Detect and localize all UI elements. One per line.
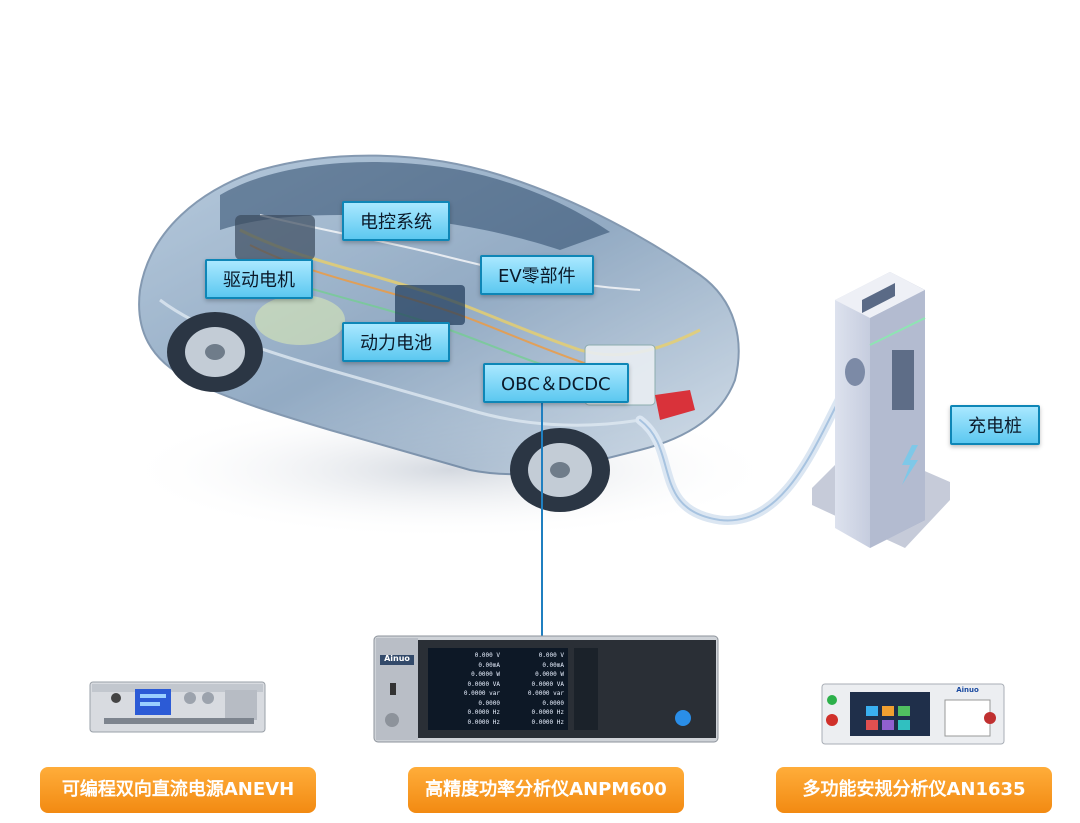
ev-car-illustration <box>120 154 780 540</box>
readout: 0.0000 VA <box>467 680 500 688</box>
callout-electric-control: 电控系统 <box>342 201 450 241</box>
label-power-analyzer: 高精度功率分析仪ANPM600 <box>408 767 684 813</box>
power-analyzer-brand: Ainuo <box>384 654 410 663</box>
readout: 0.00mA <box>478 661 500 669</box>
readout: 0.0000 VA <box>531 680 564 688</box>
readout: 0.000 V <box>474 652 500 659</box>
readout: 0.0000 W <box>535 671 564 678</box>
label-safety-analyzer: 多功能安规分析仪AN1635 <box>776 767 1052 813</box>
power-analyzer-readouts-left: 0.000 V 0.00mA 0.0000 W 0.0000 VA 0.0000… <box>438 651 500 727</box>
callout-charging-pile: 充电桩 <box>950 405 1040 445</box>
readout: 0.0000 <box>542 699 564 707</box>
readout: 0.0000 W <box>471 671 500 678</box>
callout-ev-parts: EV零部件 <box>480 255 594 295</box>
rear-wheel <box>510 428 610 512</box>
callout-obc-dcdc: OBC＆DCDC <box>483 363 629 403</box>
front-wheel <box>167 312 263 392</box>
callout-power-battery: 动力电池 <box>342 322 450 362</box>
readout: 0.000 V <box>538 652 564 659</box>
readout: 0.0000 Hz <box>467 718 500 726</box>
callout-drive-motor: 驱动电机 <box>205 259 313 299</box>
charging-pile-illustration <box>812 272 950 548</box>
readout: 0.0000 Hz <box>531 709 564 716</box>
power-analyzer-device-image <box>373 635 719 743</box>
safety-analyzer-device-image <box>821 683 1005 745</box>
readout: 0.00mA <box>542 661 564 669</box>
readout: 0.0000 var <box>463 690 500 697</box>
bolt-icon <box>902 445 918 485</box>
readout: 0.0000 Hz <box>531 718 564 726</box>
readout: 0.0000 <box>478 699 500 707</box>
readout: 0.0000 var <box>527 690 564 697</box>
dc-source-device-image <box>89 681 266 733</box>
label-dc-source: 可编程双向直流电源ANEVH <box>40 767 316 813</box>
readout: 0.0000 Hz <box>467 709 500 716</box>
safety-analyzer-brand: Ainuo <box>956 686 979 694</box>
power-analyzer-readouts-right: 0.000 V 0.00mA 0.0000 W 0.0000 VA 0.0000… <box>500 651 564 727</box>
